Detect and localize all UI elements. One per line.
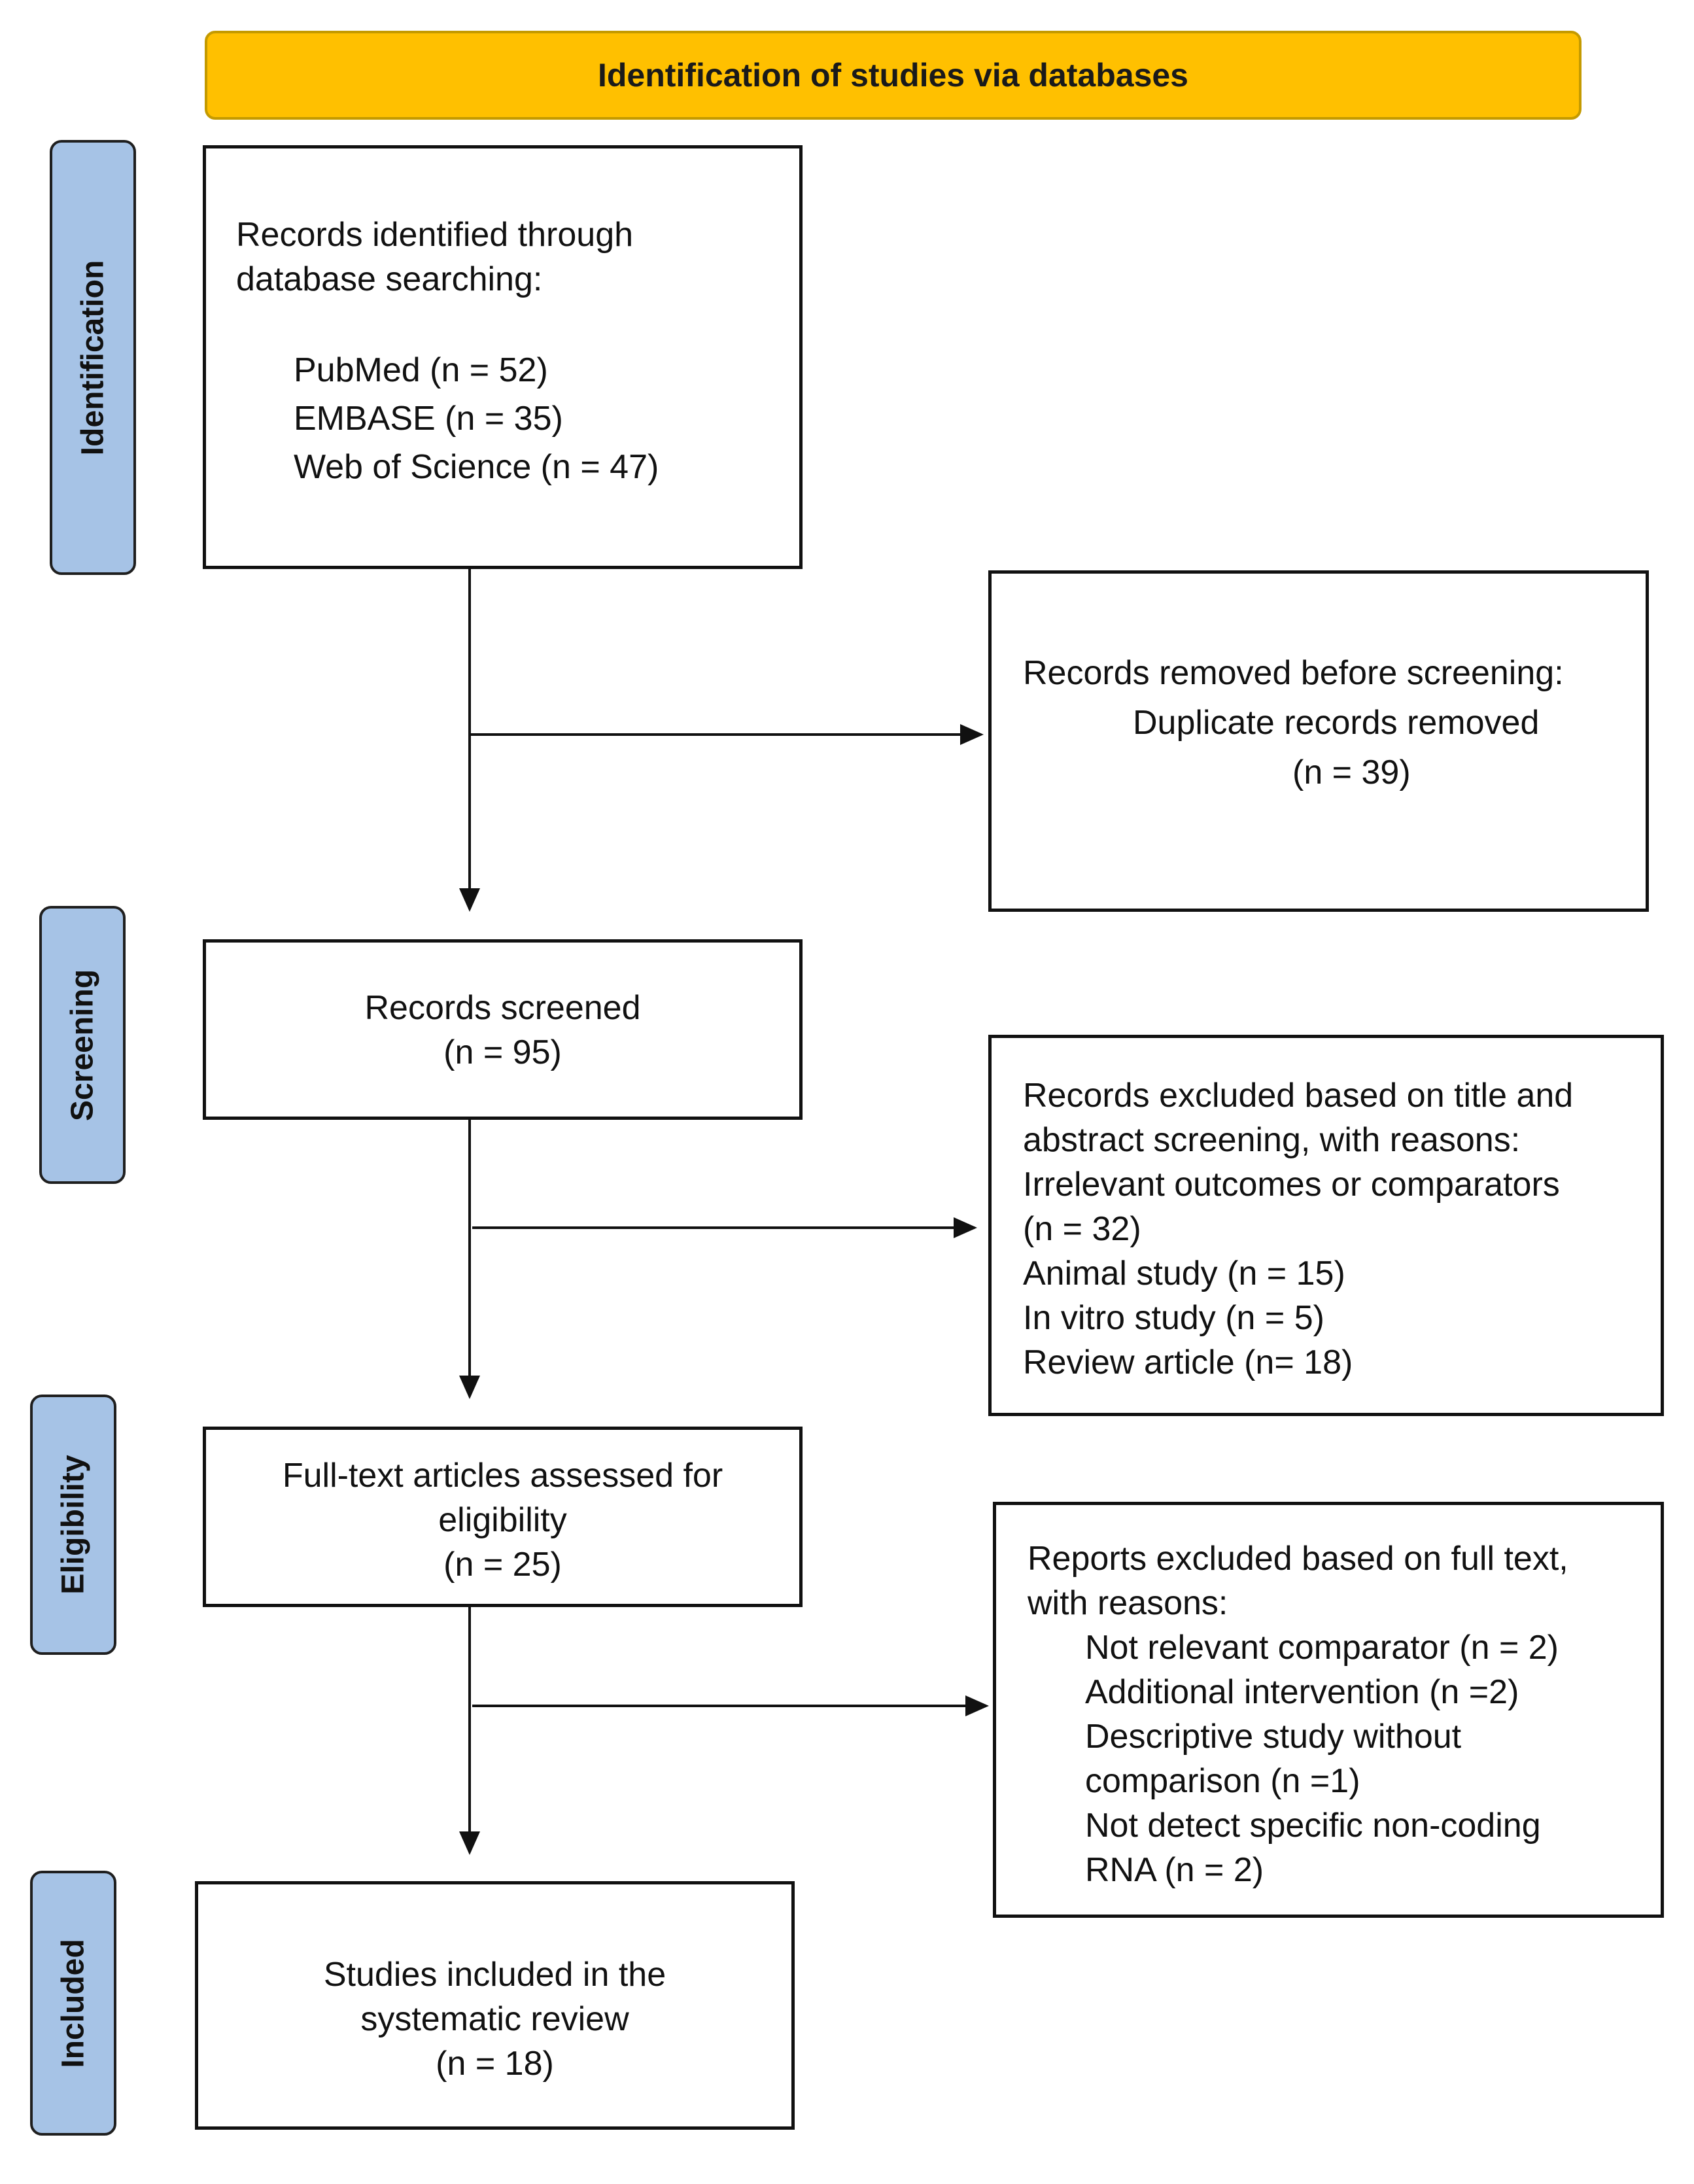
excluded-screening-line5: Animal study (n = 15): [1023, 1255, 1345, 1292]
screened-line2: (n = 95): [443, 1033, 562, 1071]
reason-additional-intervention: Additional intervention (n =2): [1085, 1673, 1519, 1711]
fulltext-line1: Full-text articles assessed for: [282, 1457, 723, 1495]
records-identified-box: Records identified through database sear…: [203, 145, 803, 569]
excluded-screening-line1: Records excluded based on title and: [1023, 1077, 1574, 1115]
identified-heading-line1: Records identified through: [236, 216, 634, 254]
reason-non-coding-rna-line1: Not detect specific non-coding: [1085, 1807, 1541, 1845]
excluded-screening-line2: abstract screening, with reasons:: [1023, 1121, 1521, 1159]
excluded-fulltext-heading2: with reasons:: [1028, 1584, 1228, 1622]
source-pubmed: PubMed (n = 52): [294, 351, 548, 389]
included-line2: systematic review: [360, 2000, 629, 2038]
removed-line3: (n = 39): [1292, 754, 1411, 791]
phase-label-eligibility: Eligibility: [30, 1395, 116, 1655]
banner-title: Identification of studies via databases: [597, 57, 1188, 94]
records-screened-box: Records screened (n = 95): [203, 939, 803, 1120]
source-embase: EMBASE (n = 35): [294, 400, 563, 438]
studies-included-box: Studies included in the systematic revie…: [195, 1881, 795, 2130]
records-removed-box: Records removed before screening: Duplic…: [988, 570, 1649, 912]
fulltext-line2: eligibility: [438, 1501, 567, 1539]
reason-non-coding-rna-line2: RNA (n = 2): [1085, 1851, 1264, 1889]
reason-descriptive-study-line1: Descriptive study without: [1085, 1718, 1462, 1756]
fulltext-assessed-box: Full-text articles assessed for eligibil…: [203, 1427, 803, 1607]
fulltext-line3: (n = 25): [443, 1546, 562, 1584]
excluded-screening-line3: Irrelevant outcomes or comparators: [1023, 1166, 1560, 1204]
phase-label-identification: Identification: [50, 140, 136, 575]
phase-label-screening: Screening: [39, 906, 126, 1184]
reason-descriptive-study-line2: comparison (n =1): [1085, 1762, 1360, 1800]
screened-line1: Records screened: [364, 989, 641, 1027]
included-line3: (n = 18): [436, 2045, 554, 2083]
identified-heading-line2: database searching:: [236, 260, 543, 298]
excluded-screening-line6: In vitro study (n = 5): [1023, 1299, 1324, 1337]
excluded-screening-line4: (n = 32): [1023, 1210, 1141, 1248]
excluded-fulltext-box: Reports excluded based on full text, wit…: [993, 1502, 1664, 1918]
phase-label-included: Included: [30, 1871, 116, 2136]
source-web-of-science: Web of Science (n = 47): [294, 448, 659, 486]
excluded-screening-box: Records excluded based on title and abst…: [988, 1035, 1664, 1416]
removed-line2: Duplicate records removed: [1133, 704, 1540, 742]
reason-not-relevant-comparator: Not relevant comparator (n = 2): [1085, 1629, 1559, 1667]
removed-line1: Records removed before screening:: [1023, 654, 1564, 692]
excluded-screening-line7: Review article (n= 18): [1023, 1343, 1353, 1381]
header-banner: Identification of studies via databases: [205, 31, 1582, 120]
included-line1: Studies included in the: [323, 1956, 666, 1994]
excluded-fulltext-heading1: Reports excluded based on full text,: [1028, 1540, 1568, 1578]
